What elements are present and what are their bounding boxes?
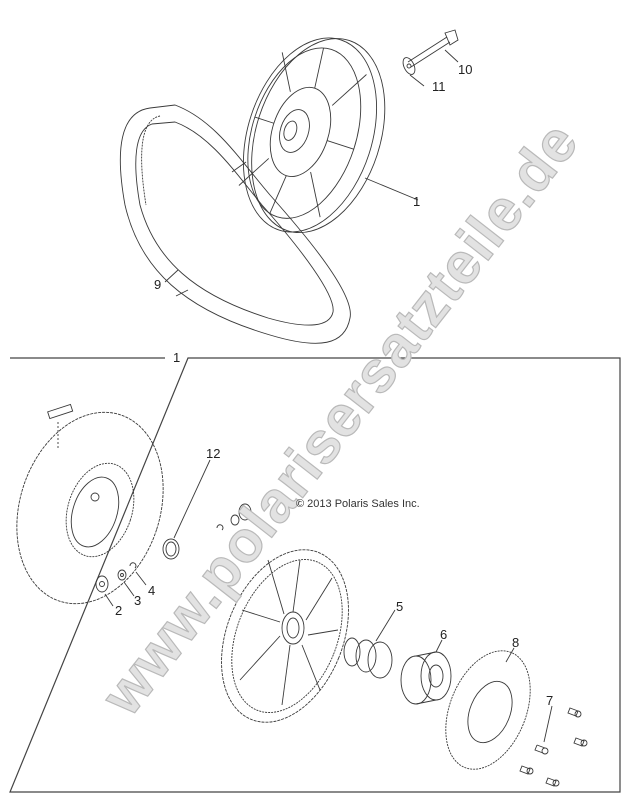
callout-6: 6: [440, 627, 448, 642]
callout-5: 5: [396, 599, 404, 614]
callout-3: 3: [134, 593, 142, 608]
callout-4: 4: [148, 583, 156, 598]
callout-8: 8: [512, 635, 520, 650]
helix-drawing: [400, 639, 452, 705]
callout-12: 12: [206, 446, 221, 461]
callout-1-top: 1: [413, 194, 421, 209]
copyright-notice: © 2013 Polaris Sales Inc.: [296, 498, 420, 510]
callout-2: 2: [115, 603, 123, 618]
bolt-washer-drawing: [402, 29, 459, 75]
cover-plate-drawing: [445, 647, 531, 770]
callout-9: 9: [154, 277, 162, 292]
stationary-sheave-drawing: [16, 403, 164, 605]
screws-drawing: [519, 705, 588, 787]
callout-7: 7: [546, 693, 554, 708]
callout-11: 11: [432, 79, 446, 94]
clutch-pulley-drawing: [238, 37, 386, 234]
drive-belt-drawing: [119, 104, 351, 344]
movable-sheave-drawing: [221, 549, 349, 723]
callout-10: 10: [458, 62, 473, 77]
spring-drawing: [343, 609, 396, 679]
group-box-label: 1: [170, 351, 184, 364]
